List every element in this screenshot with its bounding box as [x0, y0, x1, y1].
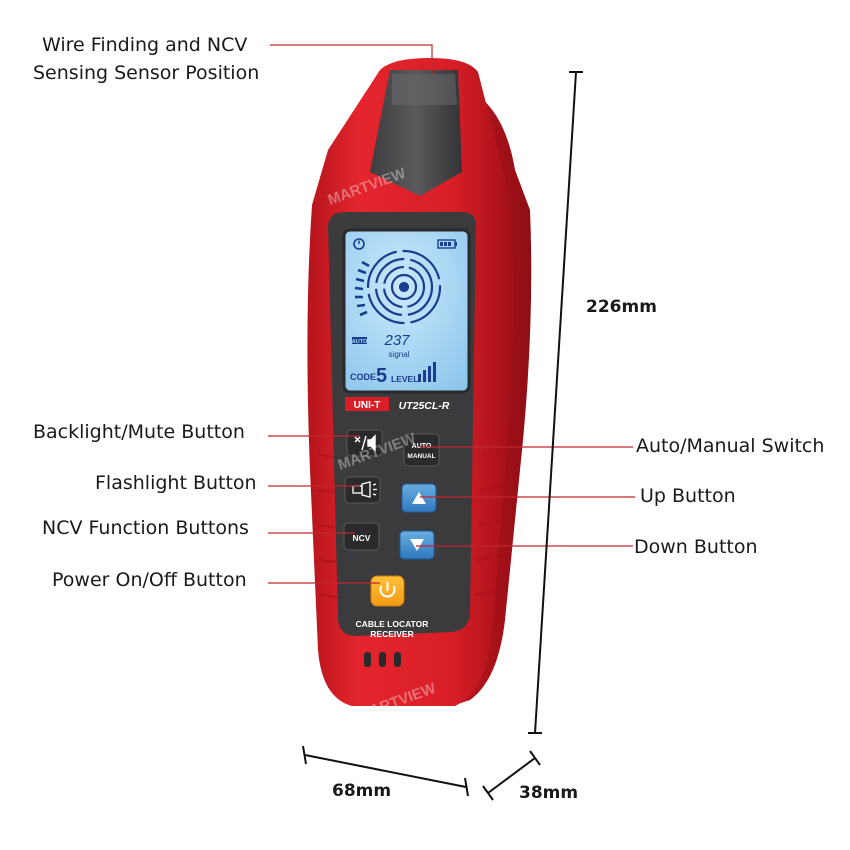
lcd-mode-badge: AUTO — [352, 339, 368, 345]
dimension-lines — [302, 71, 583, 801]
dimension-height: 226mm — [586, 297, 657, 317]
ncv-button[interactable]: NCV — [343, 522, 380, 551]
ncv-label: NCV — [353, 533, 371, 543]
model-name: UT25CL-R — [399, 400, 450, 412]
callout-auto-manual: Auto/Manual Switch — [636, 435, 825, 457]
lcd-code-value: 5 — [376, 365, 387, 387]
up-arrow-icon — [412, 492, 426, 504]
power-icon — [379, 582, 396, 598]
power-button[interactable] — [370, 575, 405, 607]
mute-icon — [354, 434, 376, 452]
flashlight-button[interactable] — [344, 476, 381, 504]
brand-logo: UNI-T — [354, 400, 381, 411]
brand-plate — [345, 397, 389, 411]
signal-target-icon — [366, 249, 442, 325]
device-caption-line1: CABLE LOCATOR — [356, 619, 429, 629]
level-bars — [418, 362, 436, 382]
dimension-width: 68mm — [332, 781, 392, 801]
callout-sensor-line1: Wire Finding and NCV — [42, 34, 248, 56]
timer-icon — [353, 238, 365, 250]
callout-power: Power On/Off Button — [52, 569, 247, 591]
callout-up: Up Button — [640, 485, 736, 507]
callout-ncv: NCV Function Buttons — [42, 517, 249, 539]
battery-icon — [437, 239, 457, 249]
device-caption-line2: RECEIVER — [370, 629, 413, 639]
lcd-screen: 237 signal AUTO CODE 5 LEVEL — [342, 228, 471, 394]
down-button[interactable] — [399, 530, 435, 560]
up-button[interactable] — [401, 483, 437, 513]
callout-sensor-line2: Sensing Sensor Position — [33, 62, 260, 84]
grip-ribs — [317, 450, 507, 598]
callout-flashlight: Flashlight Button — [95, 472, 257, 494]
speaker-grille — [364, 652, 401, 667]
callout-backlight: Backlight/Mute Button — [33, 421, 245, 443]
manual-label: MANUAL — [407, 453, 435, 460]
dimension-depth: 38mm — [519, 783, 579, 803]
lcd-level-label: LEVEL — [391, 374, 418, 384]
callout-down: Down Button — [634, 536, 758, 558]
lcd-reading: 237 — [383, 332, 410, 349]
signal-arc-gauge — [354, 260, 370, 317]
lcd-code-label: CODE — [350, 372, 376, 382]
callout-leaders — [268, 44, 635, 584]
lcd-signal-label: signal — [389, 350, 410, 359]
down-arrow-icon — [410, 539, 424, 551]
